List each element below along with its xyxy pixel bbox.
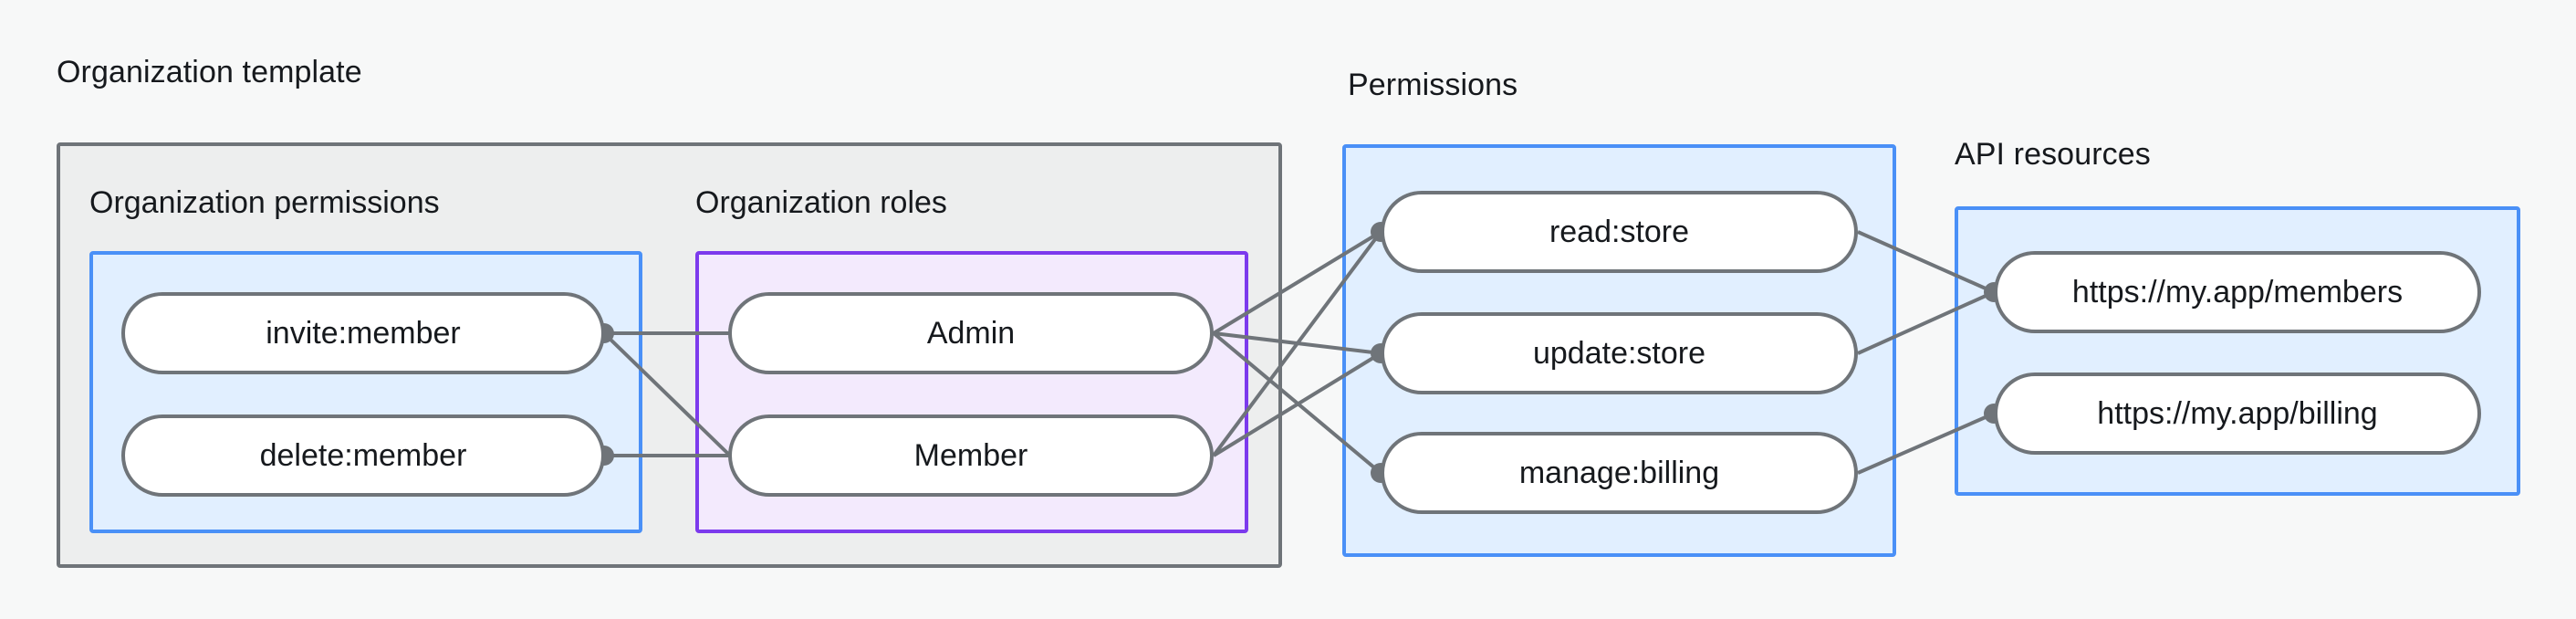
node-manage-billing-label: manage:billing — [1518, 455, 1720, 490]
node-member[interactable]: Member — [728, 414, 1214, 497]
node-admin-label: Admin — [926, 315, 1016, 351]
node-read-store-label: read:store — [1549, 214, 1690, 249]
node-invite-member-label: invite:member — [266, 315, 461, 351]
node-url-members[interactable]: https://my.app/members — [1994, 251, 2481, 333]
org-template-title: Organization template — [57, 55, 362, 89]
node-admin[interactable]: Admin — [728, 292, 1214, 374]
node-member-label: Member — [913, 437, 1028, 473]
node-url-billing-label: https://my.app/billing — [2097, 395, 2378, 431]
org-permissions-title: Organization permissions — [89, 185, 440, 220]
api-resources-title: API resources — [1955, 137, 2151, 172]
node-url-billing[interactable]: https://my.app/billing — [1994, 372, 2481, 455]
node-manage-billing[interactable]: manage:billing — [1381, 432, 1858, 514]
node-invite-member[interactable]: invite:member — [121, 292, 605, 374]
node-delete-member[interactable]: delete:member — [121, 414, 605, 497]
node-update-store-label: update:store — [1532, 335, 1706, 371]
permissions-title: Permissions — [1348, 68, 1518, 102]
node-update-store[interactable]: update:store — [1381, 312, 1858, 394]
node-read-store[interactable]: read:store — [1381, 191, 1858, 273]
node-url-members-label: https://my.app/members — [2071, 274, 2404, 310]
org-roles-title: Organization roles — [695, 185, 947, 220]
node-delete-member-label: delete:member — [259, 437, 467, 473]
